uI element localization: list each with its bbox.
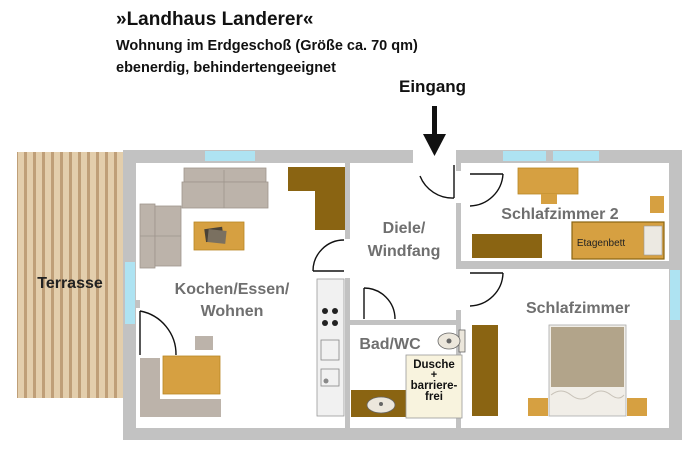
sofa-top: [181, 167, 269, 209]
room-label-diele-line-1: Diele/: [383, 220, 426, 237]
toilet-icon: [437, 329, 466, 353]
shower-label-line-4: frei: [425, 391, 443, 403]
armchair: [140, 336, 221, 417]
shower-label-line-3: barriere-: [411, 380, 458, 392]
shower-label-line-1: Dusche: [413, 359, 455, 371]
room-label-bad: Bad/WC: [359, 336, 421, 353]
entrance-arrow-icon: [423, 106, 446, 156]
room-label-diele-line-2: Windfang: [368, 243, 441, 260]
wardrobe-schlafzimmer-2: [472, 234, 542, 258]
kitchen-counter-corner: [288, 167, 345, 230]
kitchen-line: [316, 278, 345, 417]
room-label-kochen-line-2: Wohnen: [201, 303, 264, 320]
desk-schlafzimmer-2: [517, 167, 579, 195]
door-kochen: [312, 239, 345, 272]
door-schlafzimmer-2: [469, 173, 504, 207]
entrance-label: Eingang: [399, 77, 467, 96]
door-entrance: [419, 165, 455, 199]
bunk-bed: [571, 221, 665, 260]
room-label-kochen-line-1: Kochen/Essen/: [175, 281, 290, 298]
coffee-table: [193, 221, 245, 251]
double-bed: [528, 324, 647, 417]
plan-title: »Landhaus Landerer«: [116, 9, 314, 30]
bunk-bed-label: Etagenbett: [577, 238, 626, 249]
terrace-deck: [17, 152, 123, 398]
windows: [125, 151, 680, 324]
door-schlafzimmer: [469, 272, 504, 307]
doors: [139, 165, 504, 356]
shower-area: [405, 354, 463, 419]
door-bad: [363, 287, 396, 320]
desk-chair: [541, 194, 557, 204]
plan-subtitle-accessibility: ebenerdig, behindertengeeignet: [116, 60, 336, 76]
sofa-left: [139, 203, 182, 269]
room-label-terrasse: Terrasse: [37, 275, 103, 292]
wardrobe-schlafzimmer: [472, 325, 498, 416]
room-label-schlafzimmer-2: Schlafzimmer 2: [501, 206, 618, 223]
plan-subtitle-size: Wohnung im Erdgeschoß (Größe ca. 70 qm): [116, 38, 418, 54]
nightstand-small: [650, 196, 664, 213]
door-terrace: [139, 310, 177, 356]
room-label-schlafzimmer: Schlafzimmer: [526, 300, 630, 317]
sink-icon: [366, 396, 396, 414]
shower-label-line-2: +: [431, 369, 437, 381]
